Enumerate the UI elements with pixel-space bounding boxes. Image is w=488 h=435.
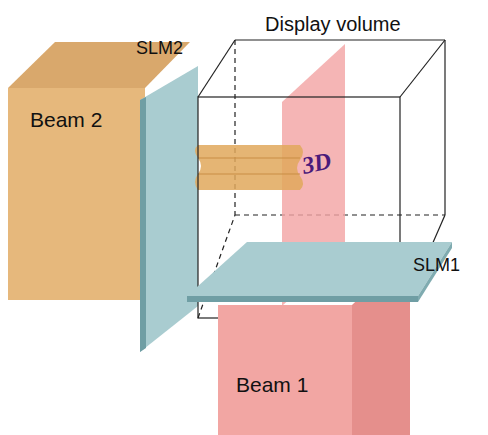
cube-edge bbox=[444, 40, 445, 215]
beam-bar bbox=[195, 145, 303, 190]
slm-plate bbox=[187, 242, 452, 296]
slm-edge bbox=[187, 296, 418, 302]
beam-box: Beam 1 bbox=[218, 305, 352, 435]
part-name: SLM1 bbox=[413, 255, 460, 276]
heading: Display volume bbox=[265, 13, 401, 36]
cube-edge bbox=[235, 39, 445, 40]
cube-edge bbox=[198, 40, 235, 97]
display-volume: Display volume bbox=[198, 97, 400, 318]
beam-face bbox=[218, 305, 352, 435]
beam-face bbox=[8, 88, 145, 300]
part-name: SLM2 bbox=[136, 38, 183, 59]
slm-edge bbox=[140, 97, 146, 352]
slm-plate bbox=[140, 66, 198, 352]
beam-bar-shade bbox=[198, 158, 300, 174]
beam-box: Beam 2 bbox=[8, 88, 145, 300]
cube-edge bbox=[400, 40, 445, 97]
beam-label: Beam 2 bbox=[30, 108, 102, 132]
beam-label: Beam 1 bbox=[236, 373, 308, 397]
